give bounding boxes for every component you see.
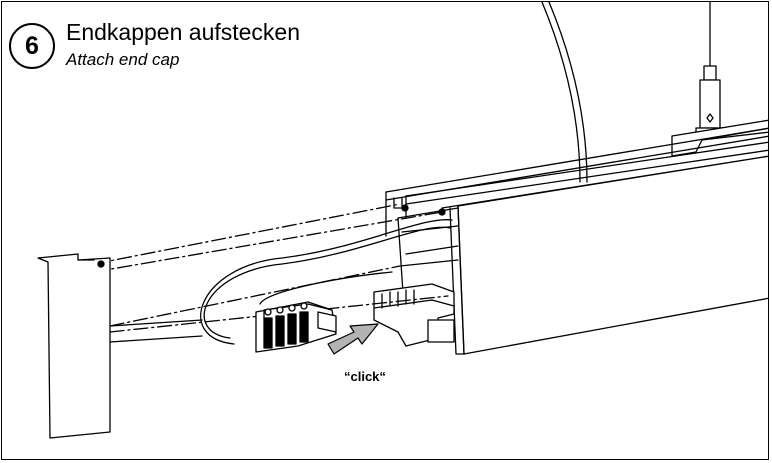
step-title-english: Attach end cap <box>66 50 180 69</box>
plug-connector <box>255 301 337 353</box>
suspension-cable <box>541 2 588 183</box>
click-annotation: “click“ <box>344 369 386 384</box>
alignment-lines <box>93 203 449 333</box>
end-cap <box>37 253 203 439</box>
step-number: 6 <box>25 31 39 60</box>
luminaire-profile <box>397 155 768 355</box>
internal-connector-housing <box>373 283 455 347</box>
insert-direction-arrow <box>327 323 379 355</box>
hanger-gripper <box>695 2 725 135</box>
step-title-german: Endkappen aufstecken <box>66 19 301 45</box>
step-number-badge: 6 <box>9 23 55 69</box>
supply-cable <box>200 219 453 345</box>
